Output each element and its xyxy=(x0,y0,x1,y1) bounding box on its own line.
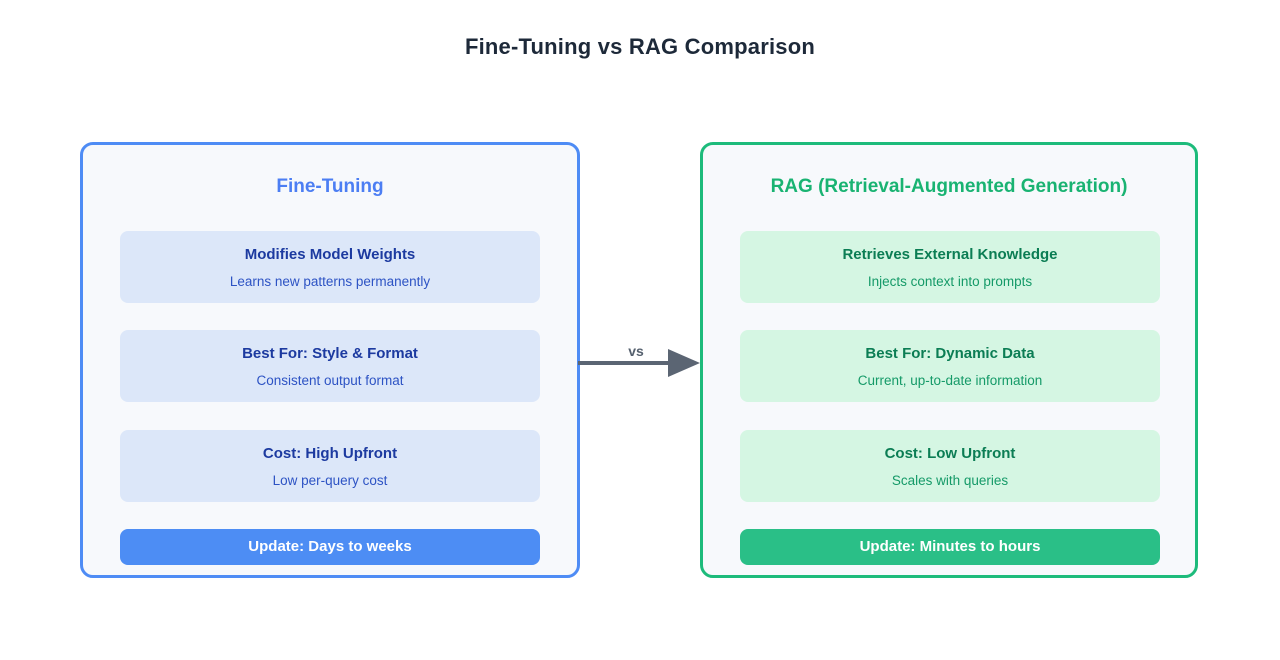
vs-arrow: vs xyxy=(578,343,700,377)
fine-tuning-panel: Fine-Tuning Modifies Model Weights Learn… xyxy=(80,142,580,578)
card-heading: Retrieves External Knowledge xyxy=(842,246,1058,263)
card-heading: Cost: High Upfront xyxy=(262,445,398,462)
arrow-head-icon xyxy=(668,349,700,377)
rag-card-best-for: Best For: Dynamic Data Current, up-to-da… xyxy=(740,330,1160,402)
rag-card-retrieval: Retrieves External Knowledge Injects con… xyxy=(740,231,1160,303)
card-subtitle: Learns new patterns permanently xyxy=(229,274,431,289)
card-heading: Cost: Low Upfront xyxy=(884,445,1016,462)
card-subtitle: Injects context into prompts xyxy=(867,274,1033,289)
diagram-title: Fine-Tuning vs RAG Comparison xyxy=(464,34,816,59)
fine-tuning-card-cost: Cost: High Upfront Low per-query cost xyxy=(120,430,540,502)
card-heading: Best For: Dynamic Data xyxy=(865,345,1035,362)
card-subtitle: Consistent output format xyxy=(256,373,404,388)
card-subtitle: Current, up-to-date information xyxy=(857,373,1043,388)
rag-panel: RAG (Retrieval-Augmented Generation) Ret… xyxy=(700,142,1198,578)
card-heading: Best For: Style & Format xyxy=(242,345,418,362)
vs-label: vs xyxy=(628,343,644,359)
fine-tuning-card-best-for: Best For: Style & Format Consistent outp… xyxy=(120,330,540,402)
rag-update-pill: Update: Minutes to hours xyxy=(740,529,1160,565)
fine-tuning-panel-title: Fine-Tuning xyxy=(276,176,384,197)
card-heading: Modifies Model Weights xyxy=(244,246,416,263)
card-subtitle: Low per-query cost xyxy=(272,473,388,488)
fine-tuning-update-pill: Update: Days to weeks xyxy=(120,529,540,565)
rag-card-cost: Cost: Low Upfront Scales with queries xyxy=(740,430,1160,502)
rag-panel-title: RAG (Retrieval-Augmented Generation) xyxy=(770,176,1128,197)
card-subtitle: Scales with queries xyxy=(891,473,1009,488)
fine-tuning-card-weights: Modifies Model Weights Learns new patter… xyxy=(120,231,540,303)
